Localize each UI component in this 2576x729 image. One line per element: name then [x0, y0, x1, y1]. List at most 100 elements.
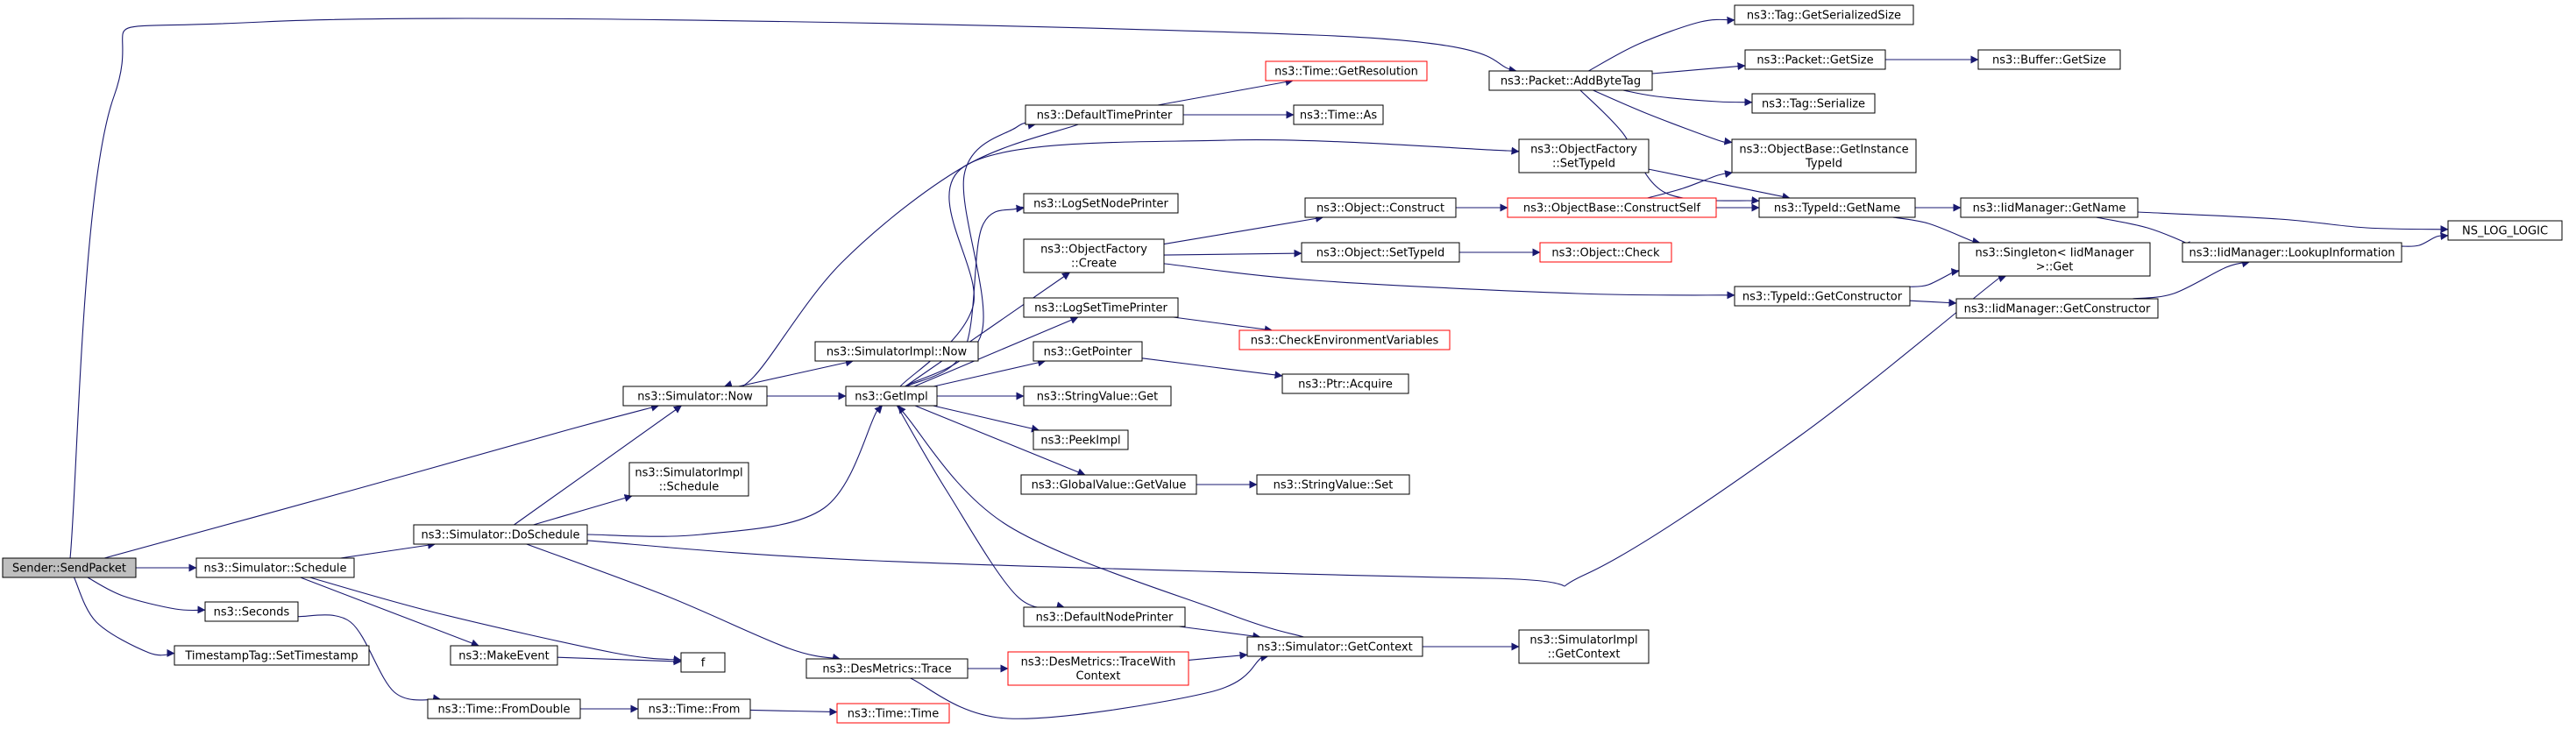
node-iidmanager-get-constructor[interactable]: ns3::IidManager::GetConstructor	[1955, 298, 2159, 319]
node-schedule[interactable]: ns3::Simulator::Schedule	[195, 557, 355, 578]
edge-get-impl-to-globalvalue-getvalue	[914, 405, 1086, 476]
node-object-check[interactable]: ns3::Object::Check	[1539, 242, 1672, 263]
node-f[interactable]: f	[680, 652, 726, 673]
node-objfactory-set-type-id[interactable]: ns3::ObjectFactory::SetTypeId	[1518, 138, 1650, 173]
node-box	[622, 386, 768, 407]
edge-line	[738, 358, 854, 387]
node-default-time-printer[interactable]: ns3::DefaultTimePrinter	[1025, 104, 1184, 125]
node-packet-get-size[interactable]: ns3::Packet::GetSize	[1744, 49, 1886, 70]
node-sim-now[interactable]: ns3::Simulator::Now	[622, 386, 768, 407]
nodes-layer: Sender::SendPacket ns3::Simulator::Schedu…	[2, 4, 2563, 724]
node-box	[1731, 138, 1917, 173]
node-label: ns3::Tag::GetSerializedSize	[1747, 10, 1901, 23]
node-box	[1518, 138, 1650, 173]
edge-default-node-printer-to-sim-get-context	[1179, 626, 1261, 641]
node-label: ns3::SimulatorImpl	[1529, 634, 1637, 648]
node-time-get-resolution[interactable]: ns3::Time::GetResolution	[1265, 60, 1428, 81]
edge-iidmanager-lookup-information-to-ns-log-logic	[2401, 232, 2449, 247]
node-object-set-type-id[interactable]: ns3::Object::SetTypeId	[1301, 242, 1460, 263]
node-objfactory-create[interactable]: ns3::ObjectFactory::Create	[1023, 238, 1165, 273]
edge-line	[533, 494, 633, 526]
node-iidmanager-get-name[interactable]: ns3::IidManager::GetName	[1960, 197, 2139, 218]
node-box	[1744, 49, 1886, 70]
node-log-set-node-printer[interactable]: ns3::LogSetNodePrinter	[1023, 193, 1179, 214]
node-get-impl[interactable]: ns3::GetImpl	[845, 386, 938, 407]
node-time-as[interactable]: ns3::Time::As	[1293, 104, 1384, 125]
node-send-packet[interactable]: Sender::SendPacket	[2, 557, 137, 578]
edge-schedule-to-make-event	[300, 577, 479, 648]
node-stringvalue-set[interactable]: ns3::StringValue::Set	[1256, 474, 1410, 495]
node-label: ::SetTypeId	[1552, 158, 1615, 171]
node-globalvalue-getvalue[interactable]: ns3::GlobalValue::GetValue	[1020, 474, 1197, 495]
edge-line	[1647, 170, 1733, 199]
node-ptr-acquire[interactable]: ns3::Ptr::Acquire	[1281, 373, 1409, 394]
edge-line	[1909, 299, 1957, 308]
node-simimpl-get-context[interactable]: ns3::SimulatorImpl::GetContext	[1518, 629, 1650, 664]
node-box	[1751, 93, 1876, 114]
edge-objfactory-set-type-id-to-typeid-get-name	[1648, 168, 1791, 201]
edge-line	[906, 204, 1025, 387]
node-singleton-get[interactable]: ns3::Singleton< IidManager >::Get	[1958, 242, 2151, 277]
node-box	[1958, 242, 2151, 277]
node-buffer-get-size[interactable]: ns3::Buffer::GetSize	[1977, 49, 2121, 70]
node-packet-add-byte-tag[interactable]: ns3::Packet::AddByteTag	[1488, 70, 1653, 91]
node-seconds[interactable]: ns3::Seconds	[204, 601, 299, 622]
node-from-double[interactable]: ns3::Time::FromDouble	[427, 698, 581, 719]
node-make-event[interactable]: ns3::MakeEvent	[450, 645, 558, 666]
edge-typeid-get-constructor-to-iidmanager-get-constructor	[1909, 299, 1957, 308]
edge-line	[1163, 263, 1735, 300]
node-label: ns3::Singleton< IidManager	[1975, 247, 2134, 260]
node-iidmanager-lookup-information[interactable]: ns3::IidManager::LookupInformation	[2182, 242, 2402, 263]
node-simimpl-now[interactable]: ns3::SimulatorImpl::Now	[814, 341, 979, 362]
node-box	[2182, 242, 2402, 263]
node-tag-serialize[interactable]: ns3::Tag::Serialize	[1751, 93, 1876, 114]
node-label: ::GetContext	[1548, 648, 1621, 662]
node-label: ns3::CheckEnvironmentVariables	[1251, 335, 1439, 348]
node-log-set-time-printer[interactable]: ns3::LogSetTimePrinter	[1023, 297, 1179, 318]
node-set-timestamp[interactable]: TimestampTag::SetTimestamp	[174, 645, 370, 666]
node-default-node-printer[interactable]: ns3::DefaultNodePrinter	[1023, 606, 1186, 627]
node-time-from[interactable]: ns3::Time::From	[637, 698, 751, 719]
node-typeid-get-constructor[interactable]: ns3::TypeId::GetConstructor	[1734, 286, 1911, 307]
node-object-construct[interactable]: ns3::Object::Construct	[1304, 197, 1457, 218]
edge-make-event-to-f	[557, 656, 682, 666]
node-ns-log-logic[interactable]: NS_LOG_LOGIC	[2447, 220, 2563, 241]
node-tag-get-serialized-size[interactable]: ns3::Tag::GetSerializedSize	[1734, 4, 1914, 25]
node-label: ns3::Packet::AddByteTag	[1501, 75, 1641, 88]
node-label: ns3::MakeEvent	[458, 650, 550, 663]
node-label: ns3::Seconds	[214, 606, 290, 619]
node-time-time[interactable]: ns3::Time::Time	[836, 703, 950, 724]
node-stringvalue-get[interactable]: ns3::StringValue::Get	[1023, 386, 1172, 407]
node-simimpl-schedule[interactable]: ns3::SimulatorImpl::Schedule	[628, 462, 749, 497]
node-box	[2, 557, 137, 578]
edge-iidmanager-get-name-to-ns-log-logic	[2137, 211, 2449, 234]
node-box	[1488, 70, 1653, 91]
node-box	[680, 652, 726, 673]
node-get-pointer[interactable]: ns3::GetPointer	[1033, 341, 1143, 362]
node-check-env-vars[interactable]: ns3::CheckEnvironmentVariables	[1238, 329, 1451, 350]
node-sim-get-context[interactable]: ns3::Simulator::GetContext	[1246, 636, 1423, 657]
node-box	[195, 557, 355, 578]
node-peek-impl[interactable]: ns3::PeekImpl	[1033, 429, 1129, 450]
node-label: ns3::SimulatorImpl::Now	[827, 346, 968, 359]
edge-get-impl-to-log-set-node-printer	[906, 204, 1025, 387]
node-objbase-construct-self[interactable]: ns3::ObjectBase::ConstructSelf	[1507, 197, 1717, 218]
node-label: ns3::DefaultNodePrinter	[1036, 612, 1174, 625]
edge-line	[103, 403, 660, 559]
node-box	[1023, 297, 1179, 318]
node-label: ns3::IidManager::GetName	[1973, 202, 2126, 216]
node-do-schedule[interactable]: ns3::Simulator::DoSchedule	[413, 524, 588, 545]
node-label: ns3::Simulator::DoSchedule	[421, 529, 579, 542]
node-des-trace[interactable]: ns3::DesMetrics::Trace	[805, 658, 969, 679]
edge-line	[749, 707, 838, 716]
edge-line	[933, 358, 1047, 387]
edge-line	[514, 405, 682, 526]
node-label: ns3::ObjectFactory	[1530, 144, 1637, 157]
node-label: >::Get	[2036, 261, 2074, 274]
node-typeid-get-name[interactable]: ns3::TypeId::GetName	[1758, 197, 1916, 218]
node-label: TimestampTag::SetTimestamp	[184, 650, 358, 663]
edge-get-impl-to-default-time-printer	[905, 121, 1036, 387]
